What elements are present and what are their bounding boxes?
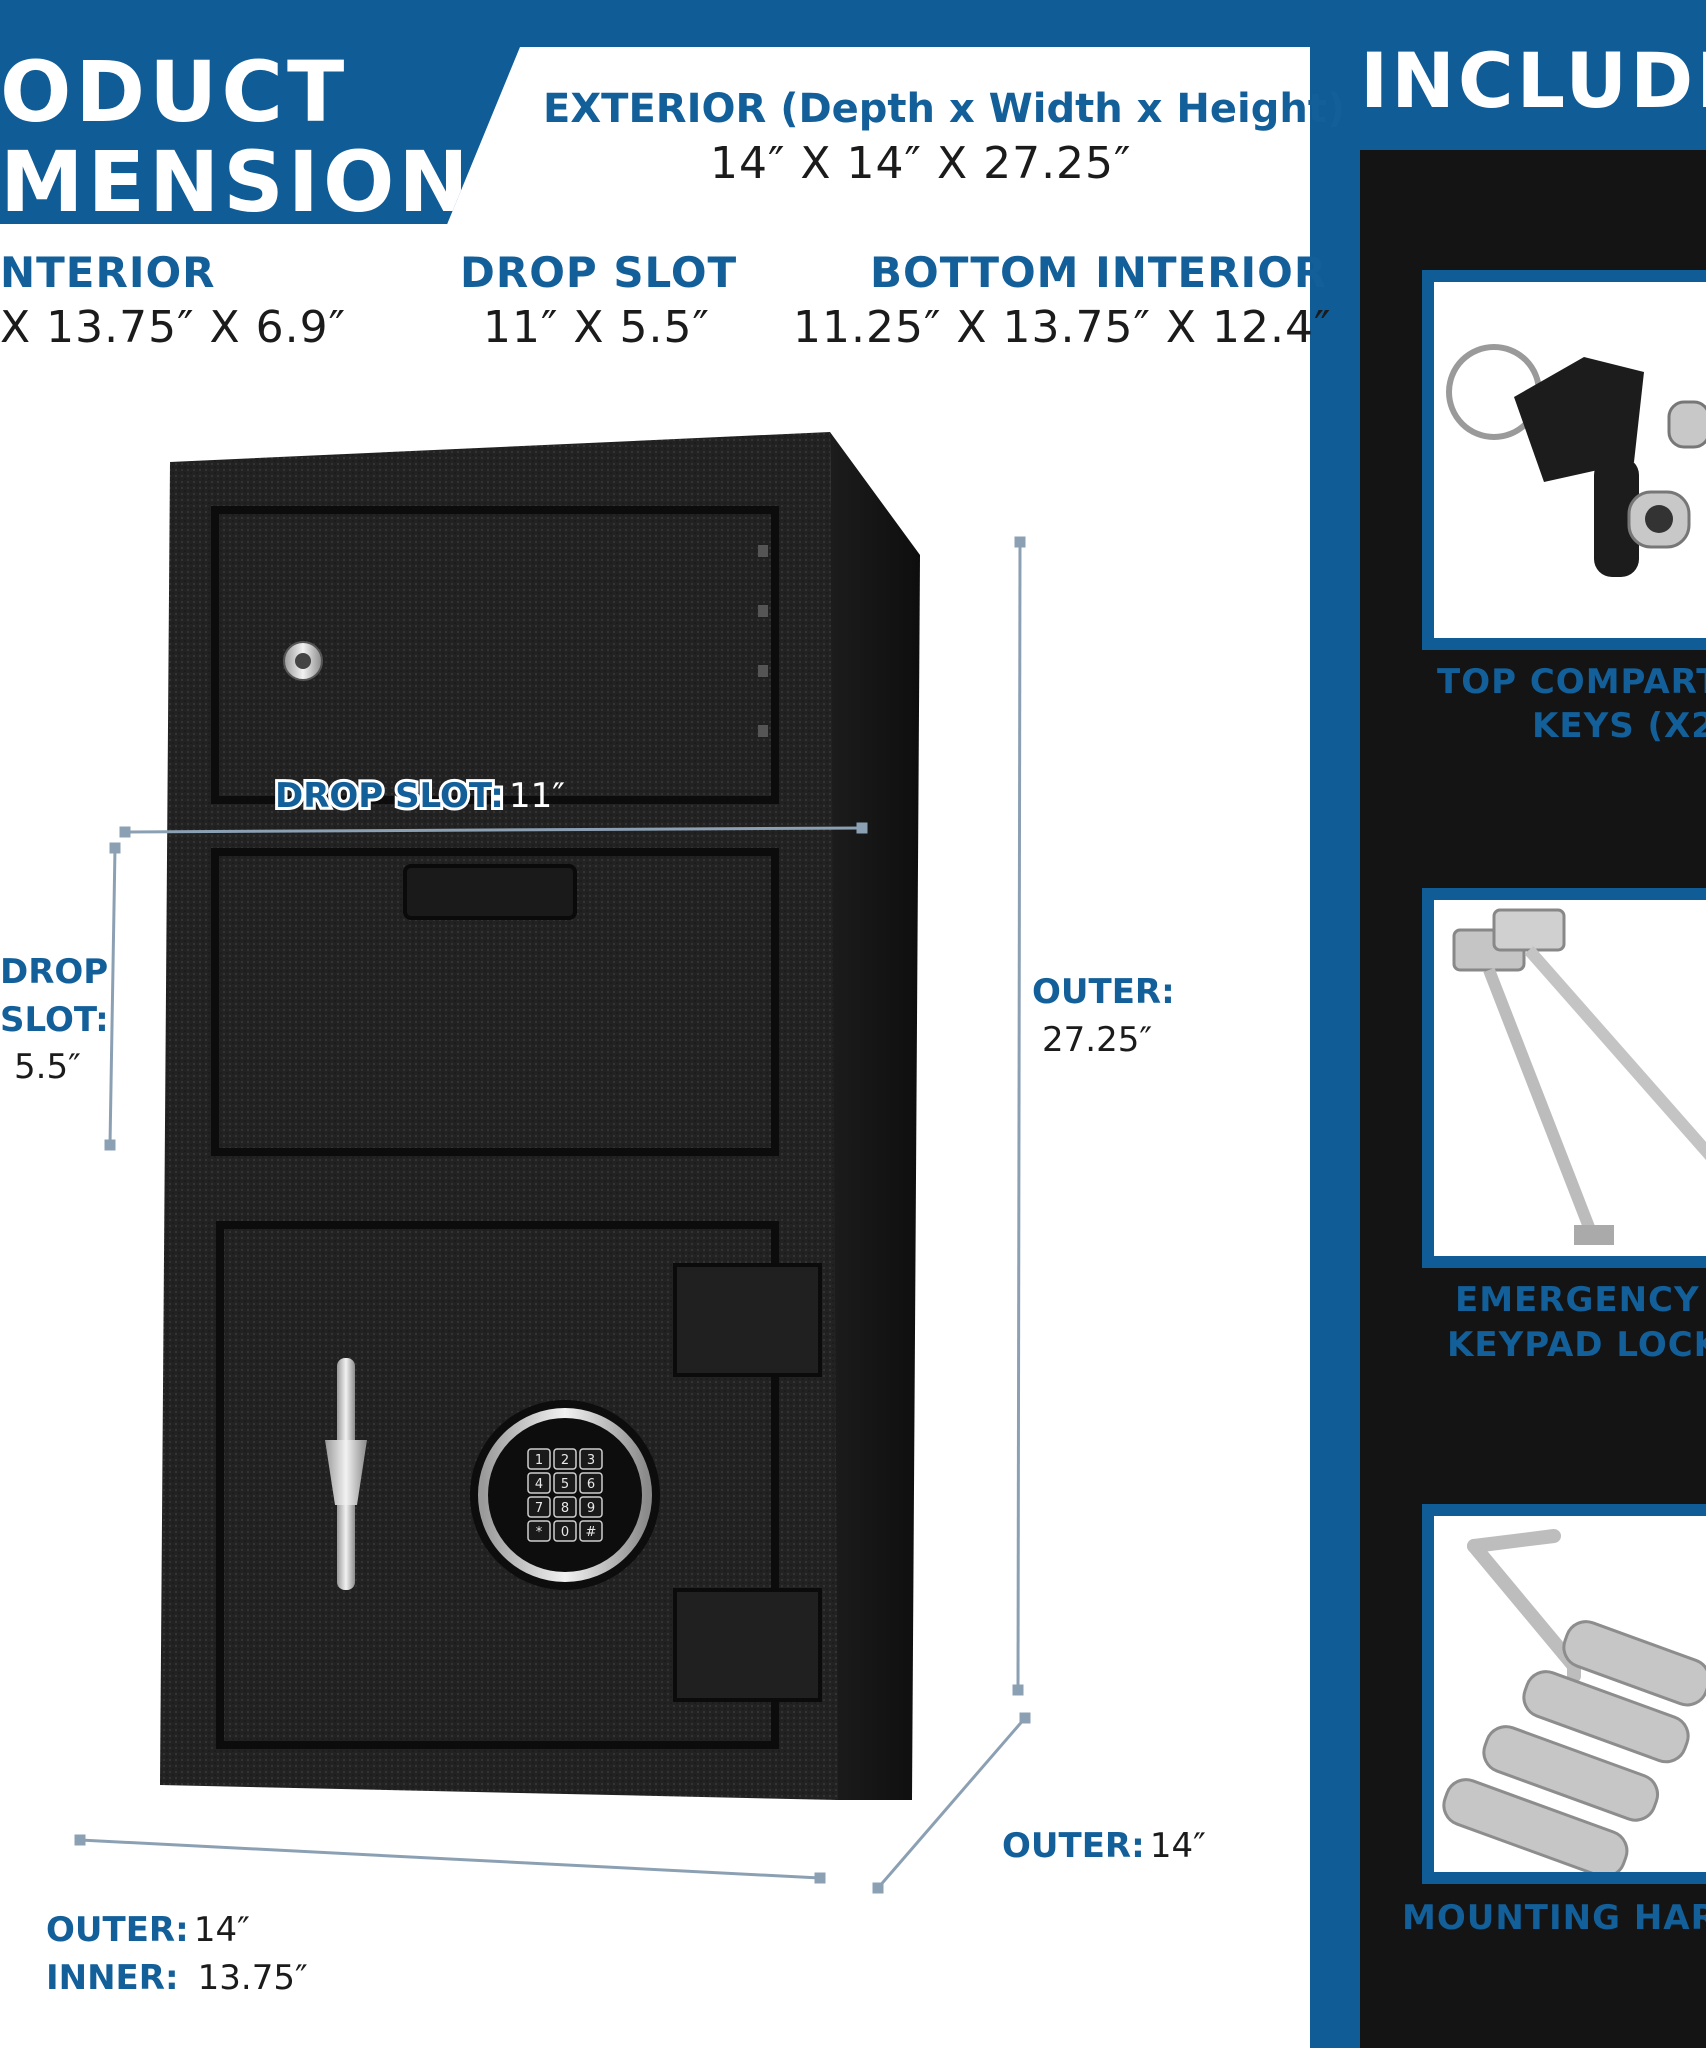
outer-depth-line — [876, 1717, 1027, 1889]
electronic-keypad — [470, 1400, 660, 1590]
drop-slot-height-value: 5.5″ — [14, 1047, 81, 1087]
drop-slot-width-annotation: DROP SLOT: 11″ — [272, 773, 565, 819]
keypad-key-label: 5 — [561, 1477, 569, 1492]
drop-slot-width-value: 11″ — [508, 776, 565, 816]
accessory-3-caption-1: MOUNTING HARD — [1402, 1898, 1706, 1938]
keypad-key-label: * — [536, 1525, 543, 1540]
product-dimensions-banner: ODUCT MENSIONS — [0, 47, 520, 224]
width-line — [79, 1838, 821, 1880]
keypad-key-label: 2 — [561, 1453, 569, 1468]
keypad-key-button — [579, 1496, 603, 1518]
drop-slot-height-line — [108, 847, 117, 1146]
bottom-interior-label: BOTTOM INTERIOR — [870, 248, 1328, 297]
keypad-key-label: 1 — [535, 1453, 543, 1468]
outer-depth-annotation: OUTER: 14″ — [1002, 1826, 1206, 1866]
keypad-key-button — [527, 1472, 551, 1494]
keypad-key-button — [579, 1448, 603, 1470]
outer-width-value: 14″ — [193, 1910, 250, 1950]
keypad-key-button — [527, 1448, 551, 1470]
keypad-key-label: 8 — [561, 1501, 569, 1516]
keypad-key-label: 3 — [587, 1453, 595, 1468]
outer-height-label: OUTER: — [1032, 972, 1175, 1012]
exterior-label: EXTERIOR (Depth x Width x Height) — [543, 86, 1346, 132]
interior-label: NTERIOR — [0, 248, 216, 297]
keypad-key-button — [579, 1472, 603, 1494]
accessory-2-caption-1: EMERGENCY K — [1455, 1280, 1706, 1320]
accessory-emergency-keys — [1422, 888, 1706, 1268]
drop-slot-width-label: DROP SLOT: — [272, 773, 507, 819]
drop-slot-value: 11″ X 5.5″ — [483, 302, 710, 353]
keypad-key-label: 7 — [535, 1501, 543, 1516]
accessory-1-caption-1: TOP COMPARTA — [1437, 662, 1706, 702]
outer-depth-label: OUTER: — [1002, 1826, 1145, 1866]
keypad-key-label: # — [586, 1525, 597, 1540]
keypad-key-button — [553, 1496, 577, 1518]
emergency-keys-icon — [1452, 908, 1706, 1245]
drop-slot-handle — [403, 864, 577, 920]
outer-height-line — [1016, 541, 1022, 1691]
lower-hinge — [673, 1588, 822, 1702]
keypad-key-label: 4 — [535, 1477, 543, 1492]
banner-line-1: ODUCT — [0, 43, 349, 141]
inner-width-value: 13.75″ — [197, 1958, 308, 1998]
drop-slot-width-line — [124, 826, 863, 834]
keypad-key-label: 0 — [561, 1525, 569, 1540]
outer-depth-value: 14″ — [1149, 1826, 1206, 1866]
exterior-value: 14″ X 14″ X 27.25″ — [710, 138, 1132, 189]
interior-value: X 13.75″ X 6.9″ — [0, 302, 347, 353]
drop-slot-height-label-2: SLOT: — [0, 1000, 109, 1040]
keypad-key-label: 9 — [587, 1501, 595, 1516]
safe-illustration: 1 2 3 4 5 6 7 8 9 * 0 # — [74, 432, 1031, 1894]
keypad-keys: 1 2 3 4 5 6 7 8 9 * 0 # — [527, 1448, 603, 1542]
keypad-key-button — [553, 1448, 577, 1470]
inner-width-label: INNER: — [46, 1958, 179, 1998]
keypad-key-button — [553, 1520, 577, 1542]
drop-slot-label: DROP SLOT — [460, 248, 738, 297]
upper-hinge — [673, 1263, 822, 1377]
mounting-hardware-icon — [1442, 1529, 1706, 1872]
accessory-1-caption-2: KEYS (X2) — [1532, 706, 1706, 746]
hinge-teeth — [758, 545, 768, 737]
safe-side-panel — [830, 432, 920, 1800]
accessory-mounting-hardware — [1422, 1504, 1706, 1884]
outer-height-value: 27.25″ — [1042, 1020, 1153, 1060]
outer-width-label: OUTER: — [46, 1910, 189, 1950]
drop-slot-height-label-1: DROP — [0, 952, 109, 992]
bottom-interior-value: 11.25″ X 13.75″ X 12.4″ — [793, 302, 1332, 353]
keypad-key-label: 6 — [587, 1477, 595, 1492]
keypad-key-button — [527, 1520, 551, 1542]
inner-width-annotation: INNER: 13.75″ — [46, 1958, 308, 1998]
keypad-key-button — [553, 1472, 577, 1494]
accessory-2-caption-2: KEYPAD LOCK — [1447, 1325, 1706, 1365]
tubular-keys-icon — [1446, 344, 1706, 577]
keypad-key-button — [527, 1496, 551, 1518]
accessory-top-keys — [1422, 270, 1706, 650]
banner-line-2: MENSIONS — [0, 133, 538, 231]
outer-width-annotation: OUTER: 14″ — [46, 1910, 250, 1950]
keypad-key-button — [579, 1520, 603, 1542]
